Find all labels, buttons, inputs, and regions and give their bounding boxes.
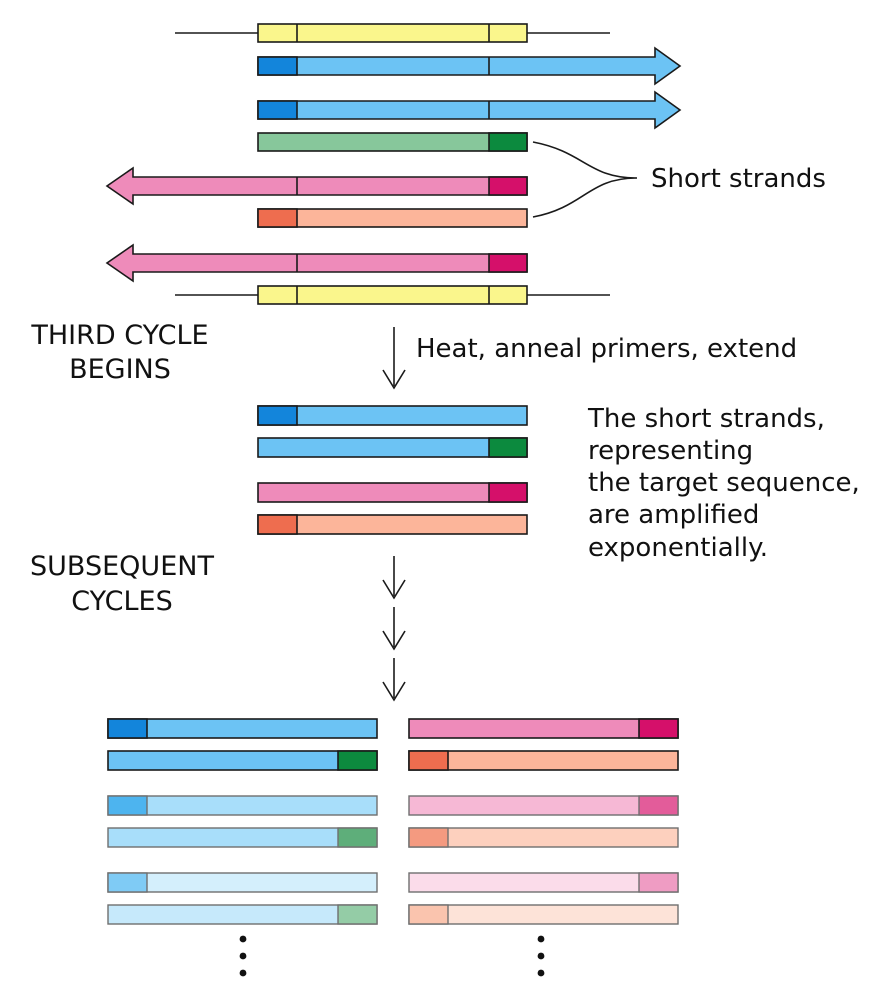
top-duplex-2 <box>257 90 682 152</box>
blue-primer-segment <box>257 100 298 120</box>
blue-strand <box>107 750 378 771</box>
green-primer-segment <box>337 904 378 925</box>
magenta-primer-segment <box>638 872 679 893</box>
third-cycle-label-line2: BEGINS <box>69 354 171 385</box>
blue-strand <box>107 827 378 848</box>
top-duplex-3 <box>105 166 528 228</box>
orange-primer-segment <box>257 208 298 228</box>
salmon-strand <box>408 750 679 771</box>
blue-primer-segment <box>107 872 148 893</box>
template-strand-target <box>257 285 528 305</box>
magenta-primer-segment <box>488 482 528 503</box>
magenta-primer-segment <box>638 718 679 739</box>
magenta-primer-segment <box>638 795 679 816</box>
green-primer-segment <box>488 437 528 458</box>
amplified-note-line3: the target sequence, <box>588 468 860 498</box>
pink-long-strand-arrow <box>105 243 528 283</box>
orange-primer-segment <box>257 514 298 535</box>
salmon-strand <box>408 904 679 925</box>
short-strands-label: Short strands <box>651 164 826 194</box>
orange-primer-segment <box>408 750 449 771</box>
blue-complement-strand <box>257 437 528 458</box>
short-strands-brace <box>532 141 638 218</box>
down-arrow-icon <box>382 607 406 651</box>
top-duplex-1 <box>175 23 682 86</box>
blue-long-strand-arrow <box>257 90 682 130</box>
pink-strand <box>408 795 679 816</box>
green-primer-segment <box>337 827 378 848</box>
blue-strand <box>107 718 378 739</box>
continuation-dots-right <box>537 935 545 977</box>
third-cycle-label-line1: THIRD CYCLE <box>30 320 208 351</box>
amplified-blue-strands <box>107 718 378 925</box>
blue-strand <box>107 795 378 816</box>
down-arrow-icon <box>382 327 406 390</box>
subsequent-cycles-label-line2: CYCLES <box>71 586 173 617</box>
template-strand-target <box>257 23 528 43</box>
amplified-note-line4: are amplified <box>588 500 759 530</box>
middle-strands <box>257 405 528 535</box>
continuation-dots-left <box>239 935 247 977</box>
blue-long-strand-arrow <box>257 46 682 86</box>
blue-short-strand <box>257 405 528 426</box>
orange-primer-segment <box>408 827 449 848</box>
down-arrow-icon <box>382 658 406 702</box>
amplified-pink-strands <box>408 718 679 925</box>
pink-strand <box>408 872 679 893</box>
green-primer-segment <box>337 750 378 771</box>
subsequent-cycles-label-line1: SUBSEQUENT <box>30 551 214 582</box>
amplified-note-line2: representing <box>588 436 753 466</box>
top-duplex-4 <box>105 243 610 305</box>
step-label: Heat, anneal primers, extend <box>416 334 797 364</box>
orange-primer-segment <box>408 904 449 925</box>
magenta-primer-segment <box>488 253 528 273</box>
down-arrow-icon <box>382 556 406 600</box>
blue-strand <box>107 872 378 893</box>
blue-primer-segment <box>107 795 148 816</box>
salmon-strand <box>408 827 679 848</box>
green-short-strand <box>257 132 528 152</box>
salmon-complement-strand <box>257 514 528 535</box>
blue-primer-segment <box>257 56 298 76</box>
blue-primer-segment <box>107 718 148 739</box>
pink-long-strand-arrow <box>105 166 528 206</box>
blue-strand <box>107 904 378 925</box>
green-primer-segment <box>488 132 528 152</box>
magenta-primer-segment <box>488 176 528 196</box>
blue-primer-segment <box>257 405 298 426</box>
amplified-note-line5: exponentially. <box>588 533 768 563</box>
pink-strand <box>408 718 679 739</box>
pink-short-strand <box>257 482 528 503</box>
amplified-note-line1: The short strands, <box>587 404 825 434</box>
salmon-short-strand <box>257 208 528 228</box>
